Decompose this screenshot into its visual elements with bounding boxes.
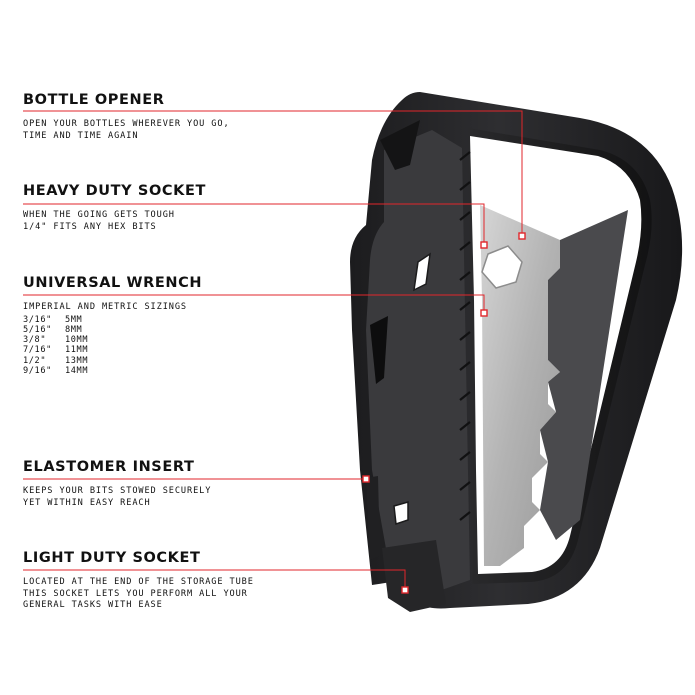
wrench-dark-wedge xyxy=(540,210,628,540)
feature-elastomer-insert: ELASTOMER INSERT KEEPS YOUR BITS STOWED … xyxy=(23,458,363,509)
size-imperial: 7/16" xyxy=(23,345,52,356)
feature-bottle-opener: BOTTLE OPENER OPEN YOUR BOTTLES WHEREVER… xyxy=(23,91,363,142)
desc-line: TIME AND TIME AGAIN xyxy=(23,130,139,141)
desc-line: THIS SOCKET LETS YOU PERFORM ALL YOUR xyxy=(23,588,248,599)
feature-description: WHEN THE GOING GETS TOUGH 1/4" FITS ANY … xyxy=(23,210,363,233)
wrench-size-table: 3/16" 5MM 5/16" 8MM 3/8" 10MM 7/16" 11MM 1/2… xyxy=(23,315,363,377)
desc-line: YET WITHIN EASY REACH xyxy=(23,497,151,508)
leader-endpoints xyxy=(362,232,526,594)
grip-ribs xyxy=(459,151,471,521)
feature-title: BOTTLE OPENER xyxy=(23,92,165,108)
size-row: 3/8" 10MM xyxy=(23,335,363,345)
feature-light-duty-socket: LIGHT DUTY SOCKET LOCATED AT THE END OF … xyxy=(23,549,363,612)
size-metric: 11MM xyxy=(65,345,89,356)
desc-line: KEEPS YOUR BITS STOWED SECURELY xyxy=(23,486,212,496)
wrench-steel-insert xyxy=(480,205,560,566)
desc-line: GENERAL TASKS WITH EASE xyxy=(23,600,163,610)
elastomer-insert-seam xyxy=(366,476,380,560)
feature-description: OPEN YOUR BOTTLES WHEREVER YOU GO, TIME … xyxy=(23,119,363,142)
desc-line: 1/4" FITS ANY HEX BITS xyxy=(23,221,157,232)
size-row: 3/16" 5MM xyxy=(23,315,363,325)
light-duty-socket-tube xyxy=(382,540,446,612)
feature-title: LIGHT DUTY SOCKET xyxy=(23,550,201,566)
size-metric: 10MM xyxy=(65,335,89,346)
size-metric: 14MM xyxy=(65,365,89,376)
desc-line: WHEN THE GOING GETS TOUGH xyxy=(23,210,175,220)
leader-lines xyxy=(23,110,523,590)
feature-heavy-duty-socket: HEAVY DUTY SOCKET WHEN THE GOING GETS TO… xyxy=(23,182,363,233)
size-row: 5/16" 8MM xyxy=(23,325,363,335)
size-row: 1/2" 13MM xyxy=(23,356,363,366)
feature-description: IMPERIAL AND METRIC SIZINGS xyxy=(23,302,363,314)
desc-line: IMPERIAL AND METRIC SIZINGS xyxy=(23,302,187,312)
size-imperial: 3/8" xyxy=(23,335,47,346)
size-row: 7/16" 11MM xyxy=(23,345,363,355)
feature-universal-wrench: UNIVERSAL WRENCH IMPERIAL AND METRIC SIZ… xyxy=(23,274,363,376)
size-imperial: 5/16" xyxy=(23,324,52,335)
feature-title: ELASTOMER INSERT xyxy=(23,459,195,475)
size-metric: 13MM xyxy=(65,355,89,366)
feature-description: LOCATED AT THE END OF THE STORAGE TUBE T… xyxy=(23,577,363,612)
size-imperial: 1/2" xyxy=(23,355,47,366)
desc-line: OPEN YOUR BOTTLES WHEREVER YOU GO, xyxy=(23,119,230,129)
desc-line: LOCATED AT THE END OF THE STORAGE TUBE xyxy=(23,577,254,587)
size-imperial: 9/16" xyxy=(23,365,52,376)
tool-left-panel xyxy=(366,130,470,592)
size-metric: 5MM xyxy=(65,314,83,325)
size-row: 9/16" 14MM xyxy=(23,366,363,376)
feature-description: KEEPS YOUR BITS STOWED SECURELY YET WITH… xyxy=(23,486,363,509)
hex-socket-hole xyxy=(481,245,523,289)
side-slot-upper xyxy=(413,252,431,292)
size-metric: 8MM xyxy=(65,324,83,335)
bottle-opener-notch xyxy=(380,120,420,170)
feature-title: UNIVERSAL WRENCH xyxy=(23,275,203,291)
side-slot-lower xyxy=(393,501,409,526)
feature-title: HEAVY DUTY SOCKET xyxy=(23,183,206,199)
side-slot-middle xyxy=(370,316,388,384)
size-imperial: 3/16" xyxy=(23,314,52,325)
